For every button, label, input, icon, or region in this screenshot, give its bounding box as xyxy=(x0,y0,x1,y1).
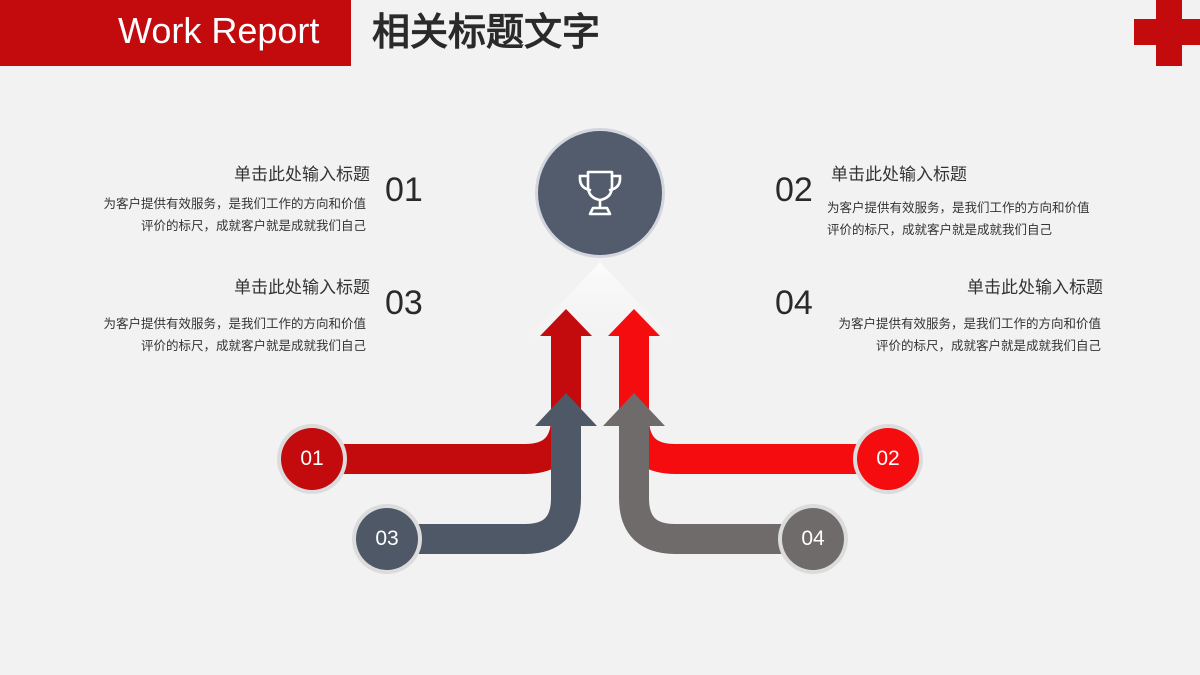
badge-01: 01 xyxy=(281,428,343,490)
item-04-desc-line1: 为客户提供有效服务，是我们工作的方向和价值 xyxy=(838,316,1101,331)
item-04-title: 单击此处输入标题 xyxy=(967,278,1103,298)
trophy-circle xyxy=(538,131,662,255)
item-02-desc-line2: 评价的标尺，成就客户就是成就我们自己 xyxy=(827,222,1053,237)
badge-03: 03 xyxy=(356,508,418,570)
item-01-number: 01 xyxy=(385,171,423,209)
arrow-head-02 xyxy=(608,309,660,336)
badge-04: 04 xyxy=(782,508,844,570)
header-banner: Work Report xyxy=(0,0,351,66)
item-03-desc-line1: 为客户提供有效服务，是我们工作的方向和价值 xyxy=(103,316,366,331)
badge-02: 02 xyxy=(857,428,919,490)
arrow-head-01 xyxy=(540,309,592,336)
item-02-desc-line1: 为客户提供有效服务，是我们工作的方向和价值 xyxy=(827,200,1090,215)
arrow-head-04 xyxy=(603,393,665,426)
item-03-desc-line2: 评价的标尺，成就客户就是成就我们自己 xyxy=(140,338,366,353)
ghost-arrow xyxy=(500,262,700,368)
item-01-desc-line1: 为客户提供有效服务，是我们工作的方向和价值 xyxy=(103,196,366,211)
arrow-path-03 xyxy=(387,418,581,554)
banner-text: Work Report xyxy=(118,10,320,51)
item-01-title: 单击此处输入标题 xyxy=(234,165,370,185)
item-04-desc-line2: 评价的标尺，成就客户就是成就我们自己 xyxy=(875,338,1101,353)
arrow-path-04 xyxy=(619,418,813,554)
item-03-number: 03 xyxy=(385,284,423,322)
item-03-title: 单击此处输入标题 xyxy=(234,278,370,298)
trophy-icon xyxy=(578,170,622,216)
item-02-number: 02 xyxy=(775,171,813,209)
page-title: 相关标题文字 xyxy=(372,10,601,54)
arrow-head-03 xyxy=(535,393,597,426)
item-02-title: 单击此处输入标题 xyxy=(831,165,967,185)
item-04-number: 04 xyxy=(775,284,813,322)
cross-horizontal-bar xyxy=(1134,19,1200,45)
item-01-desc-line2: 评价的标尺，成就客户就是成就我们自己 xyxy=(140,218,366,233)
